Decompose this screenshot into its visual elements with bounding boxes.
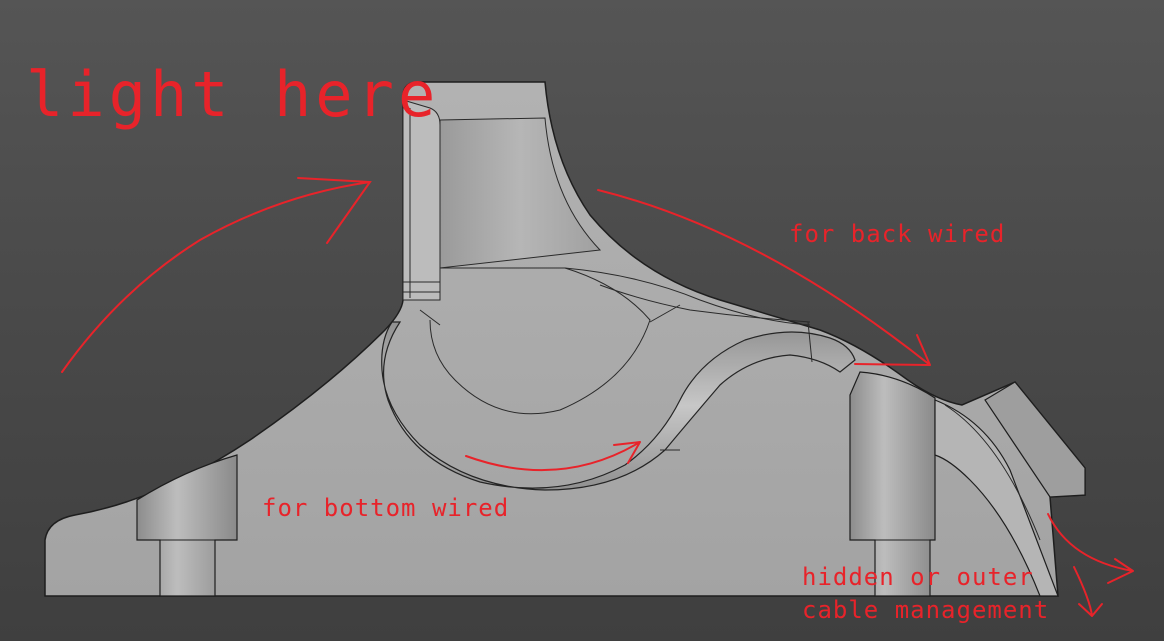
arrow-cable-2: [1073, 566, 1103, 617]
cable-label-line1: hidden or outer: [802, 563, 1034, 591]
cable-label-line2: cable management: [802, 596, 1050, 624]
back-wired-label: for back wired: [789, 220, 1006, 248]
annotation-arrows: [61, 177, 1134, 617]
arrow-back-wired: [597, 189, 931, 366]
arrow-bottom-wired: [465, 441, 641, 472]
arrow-cable-1: [1047, 513, 1134, 584]
light-here-label: light here: [26, 58, 440, 131]
left-post: [136, 454, 238, 597]
post-top: [439, 117, 602, 269]
cable-management-label: hidden or outer cable management: [802, 561, 1049, 627]
inner-arch: [429, 267, 651, 415]
arrow-light: [61, 177, 372, 373]
post-left-face: [402, 99, 441, 301]
bottom-channel: [381, 321, 856, 491]
bottom-wired-label: for bottom wired: [262, 494, 510, 522]
cable-wing: [934, 399, 1059, 597]
